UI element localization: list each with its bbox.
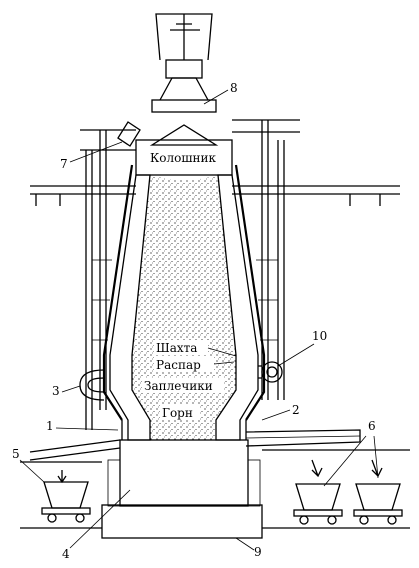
- furnace-lining-left: [109, 174, 151, 441]
- svg-text:8: 8: [230, 81, 238, 95]
- hot-blast-main: [258, 361, 283, 383]
- callout-4: 4: [62, 489, 131, 561]
- zone-label-belly: Распар: [154, 357, 214, 372]
- frame-left: [30, 129, 136, 430]
- callout-8: 8: [203, 81, 238, 105]
- ladle-car-left: [41, 470, 91, 523]
- svg-text:4: 4: [62, 547, 70, 561]
- callout-6: 6: [323, 419, 379, 487]
- ground-line: [20, 449, 410, 529]
- zone-leader-lines: [207, 347, 237, 365]
- zone-label-top: Колошник: [148, 150, 218, 166]
- svg-text:Горн: Горн: [162, 406, 193, 420]
- ladle-car-right-1: [293, 459, 343, 525]
- hearth-masonry: [107, 439, 261, 507]
- svg-text:6: 6: [368, 419, 376, 433]
- slag-runner-left: [29, 439, 121, 461]
- svg-text:1: 1: [46, 419, 54, 433]
- callout-7: 7: [60, 141, 123, 171]
- furnace-shell: [102, 164, 266, 440]
- ladle-car-right-2: [353, 459, 403, 525]
- zone-label-shaft: Шахта: [154, 340, 208, 355]
- svg-text:9: 9: [254, 545, 262, 559]
- throat: [135, 13, 233, 176]
- svg-text:Шахта: Шахта: [156, 341, 197, 355]
- callout-3: 3: [52, 384, 81, 398]
- svg-text:Заплечики: Заплечики: [144, 379, 213, 393]
- furnace-charge: [132, 175, 236, 440]
- svg-text:2: 2: [292, 403, 300, 417]
- svg-text:10: 10: [312, 329, 327, 343]
- callout-9: 9: [235, 537, 262, 559]
- bustle-pipe-left: [79, 369, 105, 401]
- zone-label-hearth: Горн: [160, 405, 200, 420]
- callout-5: 5: [12, 447, 45, 483]
- callout-2: 2: [261, 403, 300, 421]
- gas-offtake: [117, 121, 141, 147]
- furnace-lining-right: [215, 174, 259, 441]
- svg-text:Распар: Распар: [156, 358, 201, 372]
- callout-10: 10: [277, 329, 327, 367]
- frame-right: [232, 119, 400, 400]
- svg-text:Колошник: Колошник: [150, 151, 217, 165]
- foundation: [101, 504, 263, 539]
- svg-text:5: 5: [12, 447, 20, 461]
- zone-label-bosh: Заплечики: [142, 378, 224, 393]
- svg-text:3: 3: [52, 384, 60, 398]
- svg-text:7: 7: [60, 157, 68, 171]
- callout-1: 1: [46, 419, 119, 433]
- iron-runner-right: [245, 429, 361, 447]
